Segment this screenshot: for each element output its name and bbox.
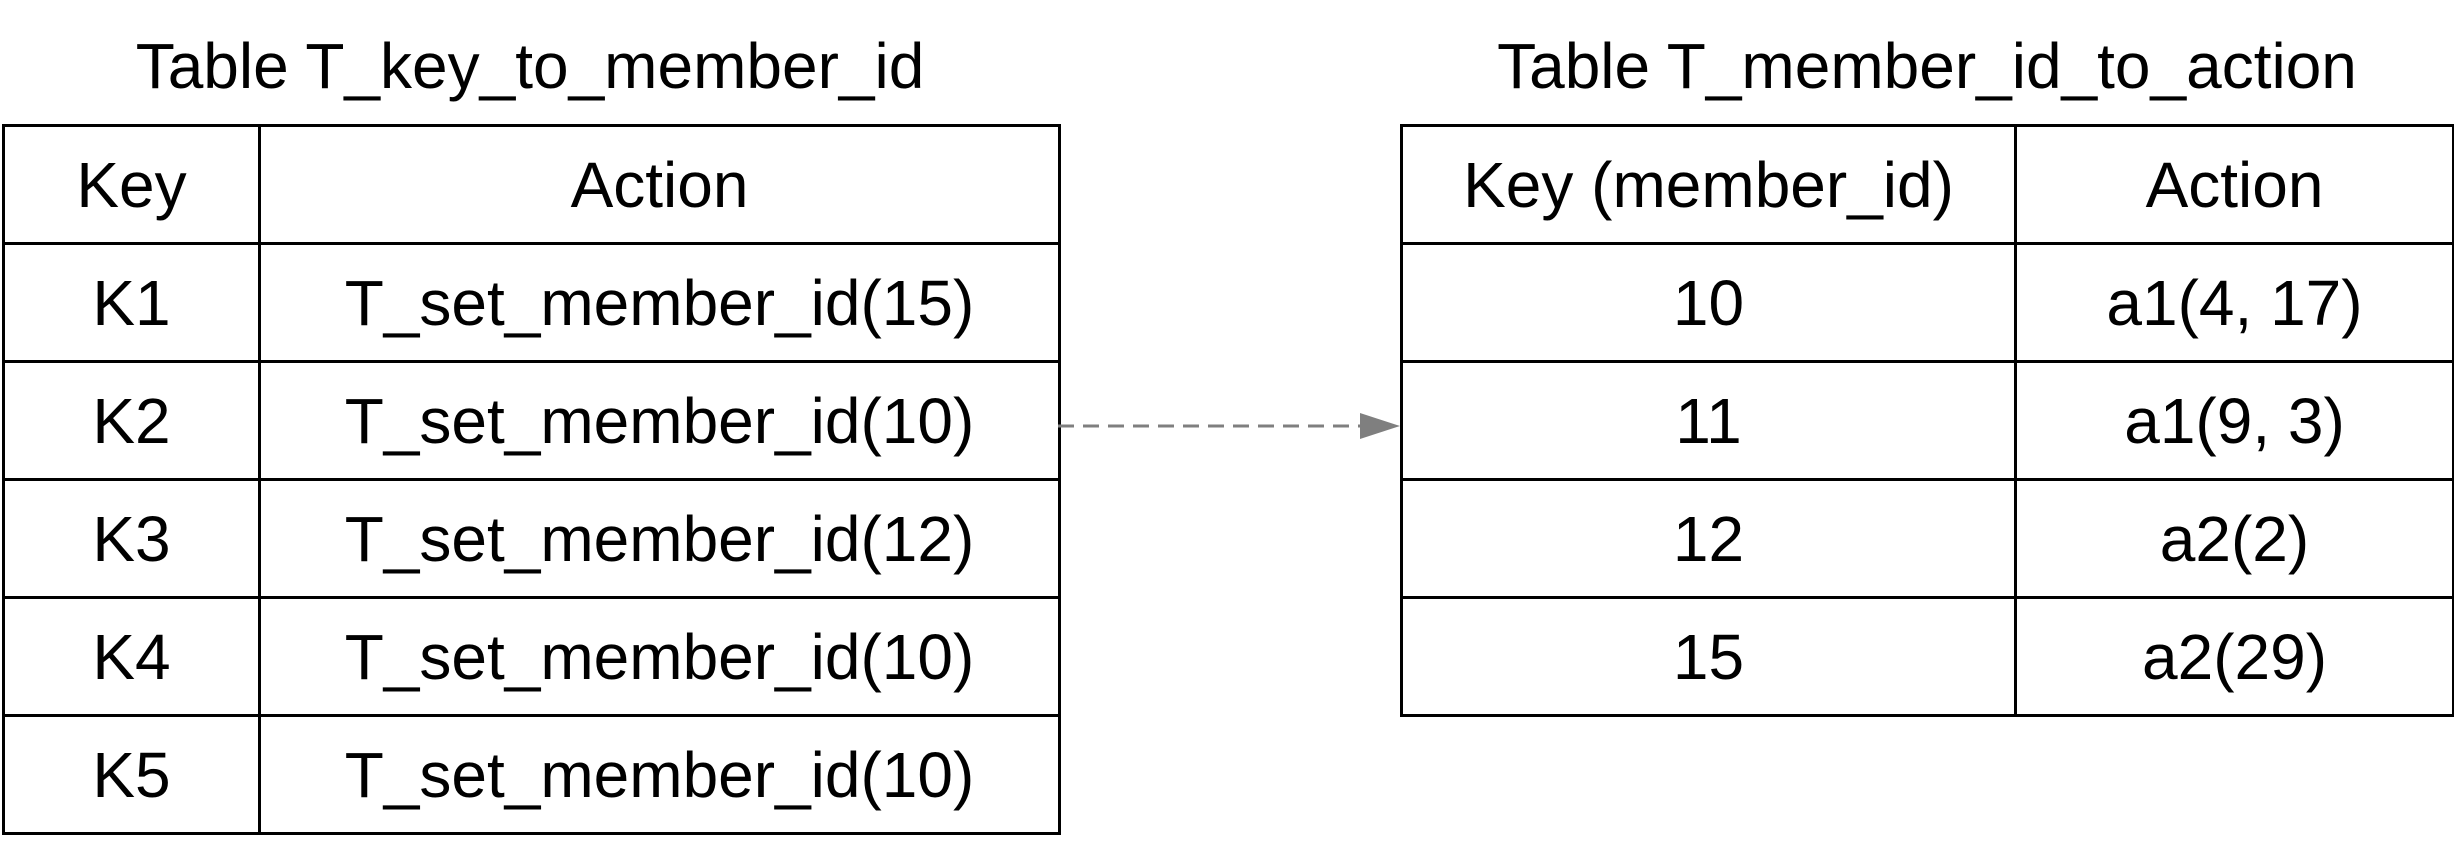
table-row: 11 a1(9, 3) xyxy=(1400,360,2454,481)
action-cell: T_set_member_id(10) xyxy=(258,360,1061,481)
member-id-to-action-table: Key (member_id) Action 10 a1(4, 17) 11 a… xyxy=(1400,124,2454,717)
table-row: K4 T_set_member_id(10) xyxy=(2,596,1061,717)
action-cell: T_set_member_id(12) xyxy=(258,478,1061,599)
action-cell: a2(2) xyxy=(2014,478,2454,599)
right-table-title: Table T_member_id_to_action xyxy=(1497,30,2357,102)
header-action-cell: Action xyxy=(2014,124,2454,245)
key-cell: 11 xyxy=(1400,360,2017,481)
header-key-cell: Key (member_id) xyxy=(1400,124,2017,245)
key-cell: K3 xyxy=(2,478,261,599)
table-header-row: Key (member_id) Action xyxy=(1400,124,2454,245)
key-cell: 10 xyxy=(1400,242,2017,363)
table-header-row: Key Action xyxy=(2,124,1061,245)
key-cell: K5 xyxy=(2,714,261,835)
table-row: K3 T_set_member_id(12) xyxy=(2,478,1061,599)
table-row: K1 T_set_member_id(15) xyxy=(2,242,1061,363)
action-cell: a2(29) xyxy=(2014,596,2454,717)
action-cell: a1(9, 3) xyxy=(2014,360,2454,481)
action-cell: T_set_member_id(10) xyxy=(258,714,1061,835)
left-table-title: Table T_key_to_member_id xyxy=(135,30,925,102)
key-cell: K1 xyxy=(2,242,261,363)
table-row: 10 a1(4, 17) xyxy=(1400,242,2454,363)
table-row: 12 a2(2) xyxy=(1400,478,2454,599)
table-row: K5 T_set_member_id(10) xyxy=(2,714,1061,835)
key-cell: K4 xyxy=(2,596,261,717)
action-cell: T_set_member_id(15) xyxy=(258,242,1061,363)
table-row: 15 a2(29) xyxy=(1400,596,2454,717)
key-cell: K2 xyxy=(2,360,261,481)
header-key-cell: Key xyxy=(2,124,261,245)
header-action-cell: Action xyxy=(258,124,1061,245)
action-cell: a1(4, 17) xyxy=(2014,242,2454,363)
key-cell: 12 xyxy=(1400,478,2017,599)
action-cell: T_set_member_id(10) xyxy=(258,596,1061,717)
key-to-member-id-table: Key Action K1 T_set_member_id(15) K2 T_s… xyxy=(2,124,1061,835)
arrowhead-icon xyxy=(1360,413,1400,439)
dashed-arrow-connector xyxy=(1058,413,1400,439)
key-cell: 15 xyxy=(1400,596,2017,717)
table-row: K2 T_set_member_id(10) xyxy=(2,360,1061,481)
